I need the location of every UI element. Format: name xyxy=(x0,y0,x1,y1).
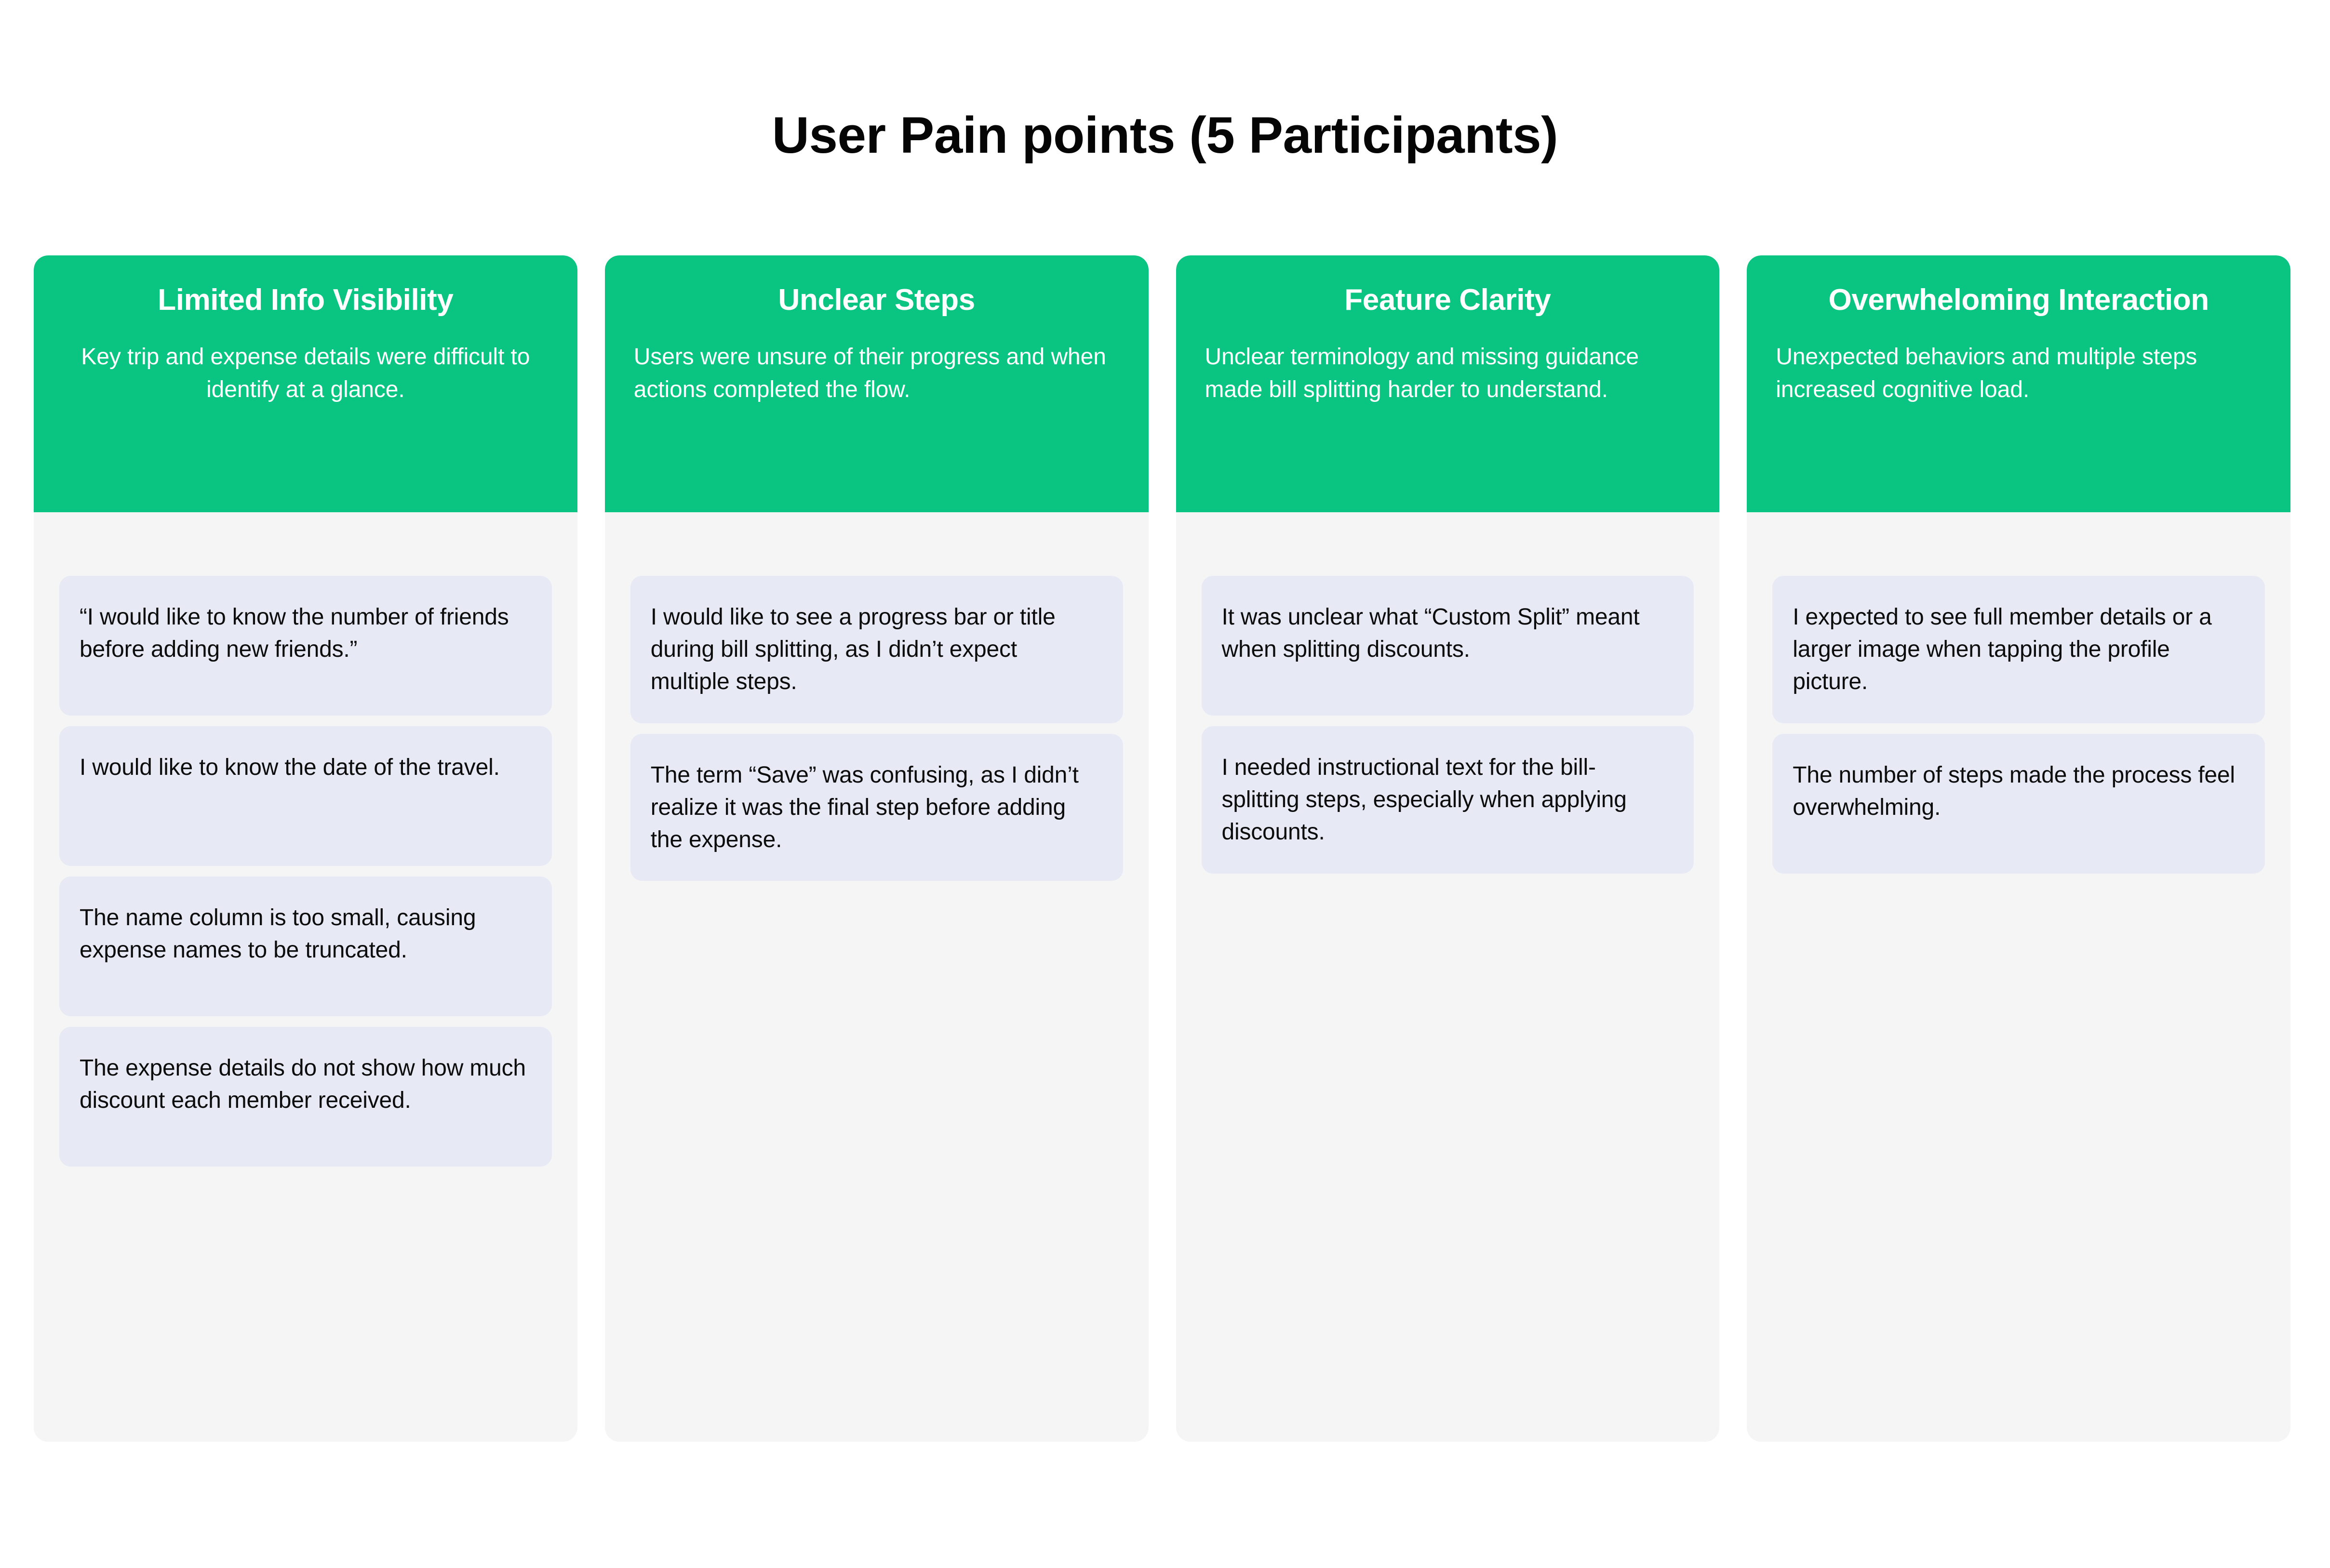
quote-text: “I would like to know the number of frie… xyxy=(80,604,509,663)
quote-card[interactable]: The number of steps made the process fee… xyxy=(1772,733,2265,874)
column-header: Overwheloming Interaction Unexpected beh… xyxy=(1747,255,2290,512)
quote-text: It was unclear what “Custom Split” meant… xyxy=(1221,604,1640,663)
column-title: Unclear Steps xyxy=(778,283,975,317)
column-subtitle: Users were unsure of their progress and … xyxy=(633,344,1106,403)
column-header: Limited Info Visibility Key trip and exp… xyxy=(34,255,577,512)
quote-card[interactable]: I needed instructional text for the bill… xyxy=(1201,726,1694,874)
pain-point-column-overwheloming-interaction: Overwheloming Interaction Unexpected beh… xyxy=(1747,255,2290,1442)
quote-text: The expense details do not show how much… xyxy=(80,1055,526,1114)
quote-text: I needed instructional text for the bill… xyxy=(1221,755,1627,845)
column-header: Feature Clarity Unclear terminology and … xyxy=(1176,255,1720,512)
column-title: Overwheloming Interaction xyxy=(1828,283,2209,317)
quote-card[interactable]: The term “Save” was confusing, as I didn… xyxy=(630,733,1123,881)
column-title: Limited Info Visibility xyxy=(158,283,454,317)
quote-card[interactable]: I would like to see a progress bar or ti… xyxy=(630,576,1123,723)
column-quote-list: I expected to see full member details or… xyxy=(1747,512,2290,1442)
pain-point-columns: Limited Info Visibility Key trip and exp… xyxy=(34,255,2290,1442)
quote-text: I would like to know the date of the tra… xyxy=(80,755,500,780)
quote-text: I expected to see full member details or… xyxy=(1793,604,2212,695)
column-quote-list: It was unclear what “Custom Split” meant… xyxy=(1176,512,1720,1442)
quote-card[interactable]: I would like to know the date of the tra… xyxy=(59,726,552,866)
quote-text: I would like to see a progress bar or ti… xyxy=(650,604,1056,695)
quote-card[interactable]: The name column is too small, causing ex… xyxy=(59,877,552,1016)
column-title: Feature Clarity xyxy=(1344,283,1551,317)
quote-card[interactable]: “I would like to know the number of frie… xyxy=(59,576,552,716)
column-subtitle: Unclear terminology and missing guidance… xyxy=(1205,344,1639,403)
pain-point-column-feature-clarity: Feature Clarity Unclear terminology and … xyxy=(1176,255,1720,1442)
column-header: Unclear Steps Users were unsure of their… xyxy=(604,255,1149,512)
quote-card[interactable]: I expected to see full member details or… xyxy=(1772,576,2265,723)
column-quote-list: “I would like to know the number of frie… xyxy=(34,512,577,1442)
column-quote-list: I would like to see a progress bar or ti… xyxy=(604,512,1149,1442)
page-title: User Pain points (5 Participants) xyxy=(772,106,1558,164)
column-subtitle: Unexpected behaviors and multiple steps … xyxy=(1776,344,2197,403)
pain-point-column-limited-info-visibility: Limited Info Visibility Key trip and exp… xyxy=(34,255,577,1442)
quote-card[interactable]: The expense details do not show how much… xyxy=(59,1027,552,1167)
quote-card[interactable]: It was unclear what “Custom Split” meant… xyxy=(1201,576,1694,716)
pain-point-column-unclear-steps: Unclear Steps Users were unsure of their… xyxy=(604,255,1149,1442)
quote-text: The number of steps made the process fee… xyxy=(1793,762,2235,820)
quote-text: The term “Save” was confusing, as I didn… xyxy=(650,762,1079,852)
column-subtitle: Key trip and expense details were diffic… xyxy=(81,344,530,403)
quote-text: The name column is too small, causing ex… xyxy=(80,905,476,963)
